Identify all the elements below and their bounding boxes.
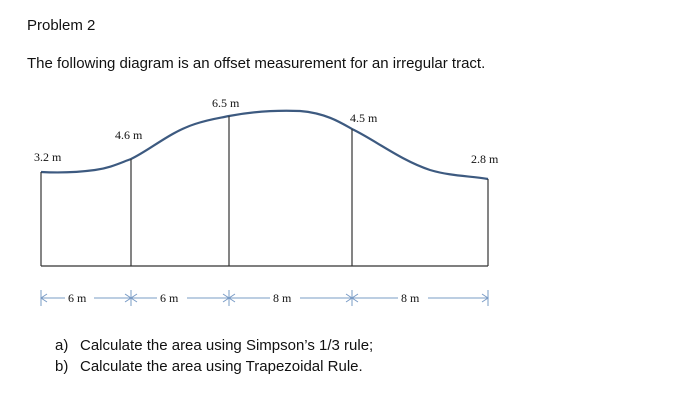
problem-statement: The following diagram is an offset measu… bbox=[27, 55, 486, 72]
interval-label-1: 6 m bbox=[68, 291, 87, 305]
problem-title: Problem 2 bbox=[27, 17, 96, 34]
interval-label-2: 6 m bbox=[160, 291, 179, 305]
interval-label-4: 8 m bbox=[401, 291, 420, 305]
question-marker: a) bbox=[55, 337, 69, 354]
offset-label-3: 6.5 m bbox=[212, 96, 240, 110]
offset-label-5: 2.8 m bbox=[471, 152, 499, 166]
question-marker: b) bbox=[55, 358, 69, 375]
question-a: a) Calculate the area using Simpson’s 1/… bbox=[55, 335, 373, 356]
dimension-line bbox=[40, 290, 489, 306]
question-text: Calculate the area using Trapezoidal Rul… bbox=[80, 358, 363, 375]
irregular-boundary bbox=[40, 109, 489, 181]
offset-label-1: 3.2 m bbox=[34, 150, 62, 164]
question-b: b) Calculate the area using Trapezoidal … bbox=[55, 356, 373, 377]
interval-label-3: 8 m bbox=[273, 291, 292, 305]
question-list: a) Calculate the area using Simpson’s 1/… bbox=[55, 335, 373, 377]
question-text: Calculate the area using Simpson’s 1/3 r… bbox=[80, 337, 374, 354]
offset-label-4: 4.5 m bbox=[350, 111, 378, 125]
offset-label-2: 4.6 m bbox=[115, 128, 143, 142]
